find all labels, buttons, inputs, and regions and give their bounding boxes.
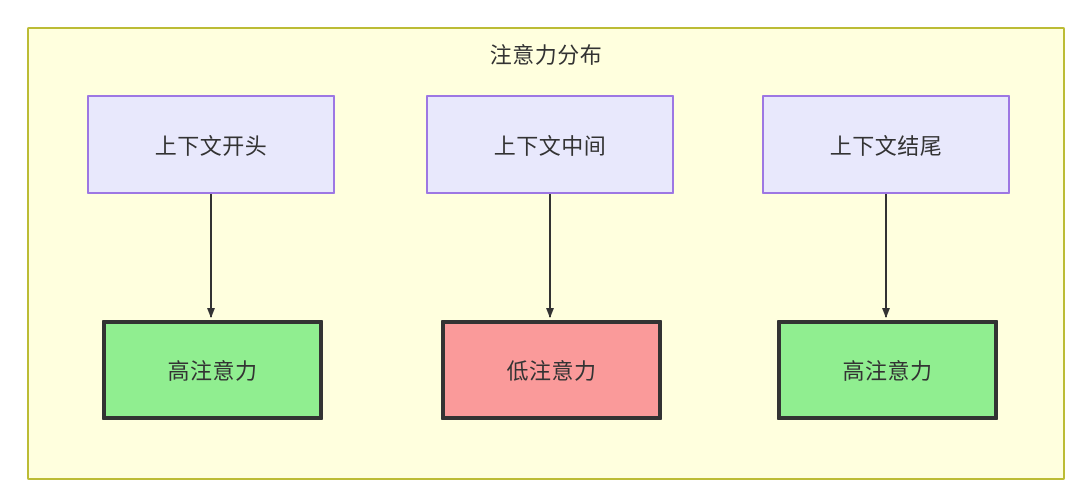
node-label: 上下文中间 — [493, 133, 607, 159]
node-label: 高注意力 — [842, 359, 933, 384]
node-label: 低注意力 — [506, 359, 597, 384]
node-attention-high-end[interactable]: 高注意力 — [777, 320, 998, 420]
node-context-middle[interactable]: 上下文中间 — [426, 95, 674, 194]
node-context-start[interactable]: 上下文开头 — [87, 95, 335, 194]
node-label: 高注意力 — [167, 359, 258, 384]
node-attention-low-middle[interactable]: 低注意力 — [441, 320, 662, 420]
node-label: 上下文开头 — [154, 133, 268, 159]
node-context-end[interactable]: 上下文结尾 — [762, 95, 1010, 194]
node-attention-high-start[interactable]: 高注意力 — [102, 320, 323, 420]
subgraph-title: 注意力分布 — [489, 43, 603, 68]
node-label: 上下文结尾 — [829, 133, 943, 159]
subgraph-container: 注意力分布 上下文开头 上下文中间 上下文结尾 高注意力 — [27, 27, 1065, 480]
